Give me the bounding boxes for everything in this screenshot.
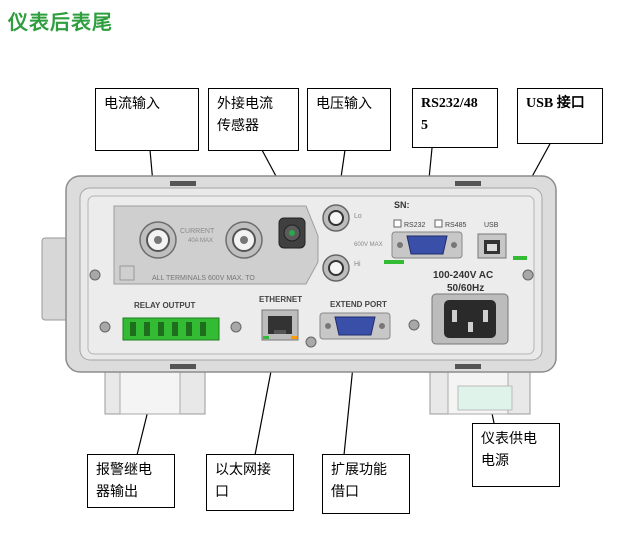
sn-label: SN:	[394, 200, 410, 210]
terminal-lo-label: Lo	[354, 213, 362, 220]
extend-port-label: EXTEND PORT	[330, 300, 387, 309]
leader-ethernet	[254, 365, 273, 456]
callout-voltage-input: 电压输入	[307, 88, 391, 151]
callout-rs232-485: RS232/48 5	[412, 88, 498, 148]
voltage-terminal-lo	[322, 204, 350, 232]
current-terminal-right	[225, 221, 263, 259]
page-title: 仪表后表尾	[8, 10, 113, 34]
usb-label: USB	[484, 222, 499, 229]
leader-extend	[343, 365, 354, 456]
callout-ethernet-port: 以太网接 口	[206, 454, 294, 511]
current-label: CURRENT	[180, 228, 215, 235]
extend-port-db9-connector	[319, 312, 391, 340]
relay-output-connector	[122, 317, 220, 341]
rs232-label: RS232	[404, 222, 426, 229]
all-terminals-label: ALL TERMINALS 600V MAX. TO	[152, 275, 255, 282]
ethernet-rj45-port	[261, 309, 299, 341]
callout-power-supply: 仪表供电 电源	[472, 423, 560, 487]
panel-screws	[89, 269, 534, 348]
current-max-label: 40A MAX	[188, 238, 213, 244]
rs485-label: RS485	[445, 222, 467, 229]
ac-power-inlet	[431, 293, 509, 345]
power-rating-line2: 50/60Hz	[447, 283, 484, 294]
callout-extend-port: 扩展功能 借口	[322, 454, 410, 514]
ethernet-label: ETHERNET	[259, 295, 302, 304]
callout-external-current-sensor: 外接电流 传感器	[208, 88, 299, 151]
terminal-hi-label: Hi	[354, 261, 361, 268]
usb-b-connector	[477, 233, 507, 259]
voltage-terminal-hi	[322, 254, 350, 282]
rs232-db9-connector	[391, 231, 463, 259]
current-terminal-left	[139, 221, 177, 259]
relay-output-label: RELAY OUTPUT	[134, 301, 195, 310]
external-sensor-connector	[278, 217, 306, 249]
callout-alarm-relay-output: 报警继电 器输出	[87, 454, 175, 508]
volt-max-label: 600V MAX	[354, 242, 383, 248]
power-rating-line1: 100-240V AC	[433, 270, 493, 281]
callout-usb-port: USB 接口	[517, 88, 603, 144]
callout-current-input: 电流输入	[95, 88, 199, 151]
